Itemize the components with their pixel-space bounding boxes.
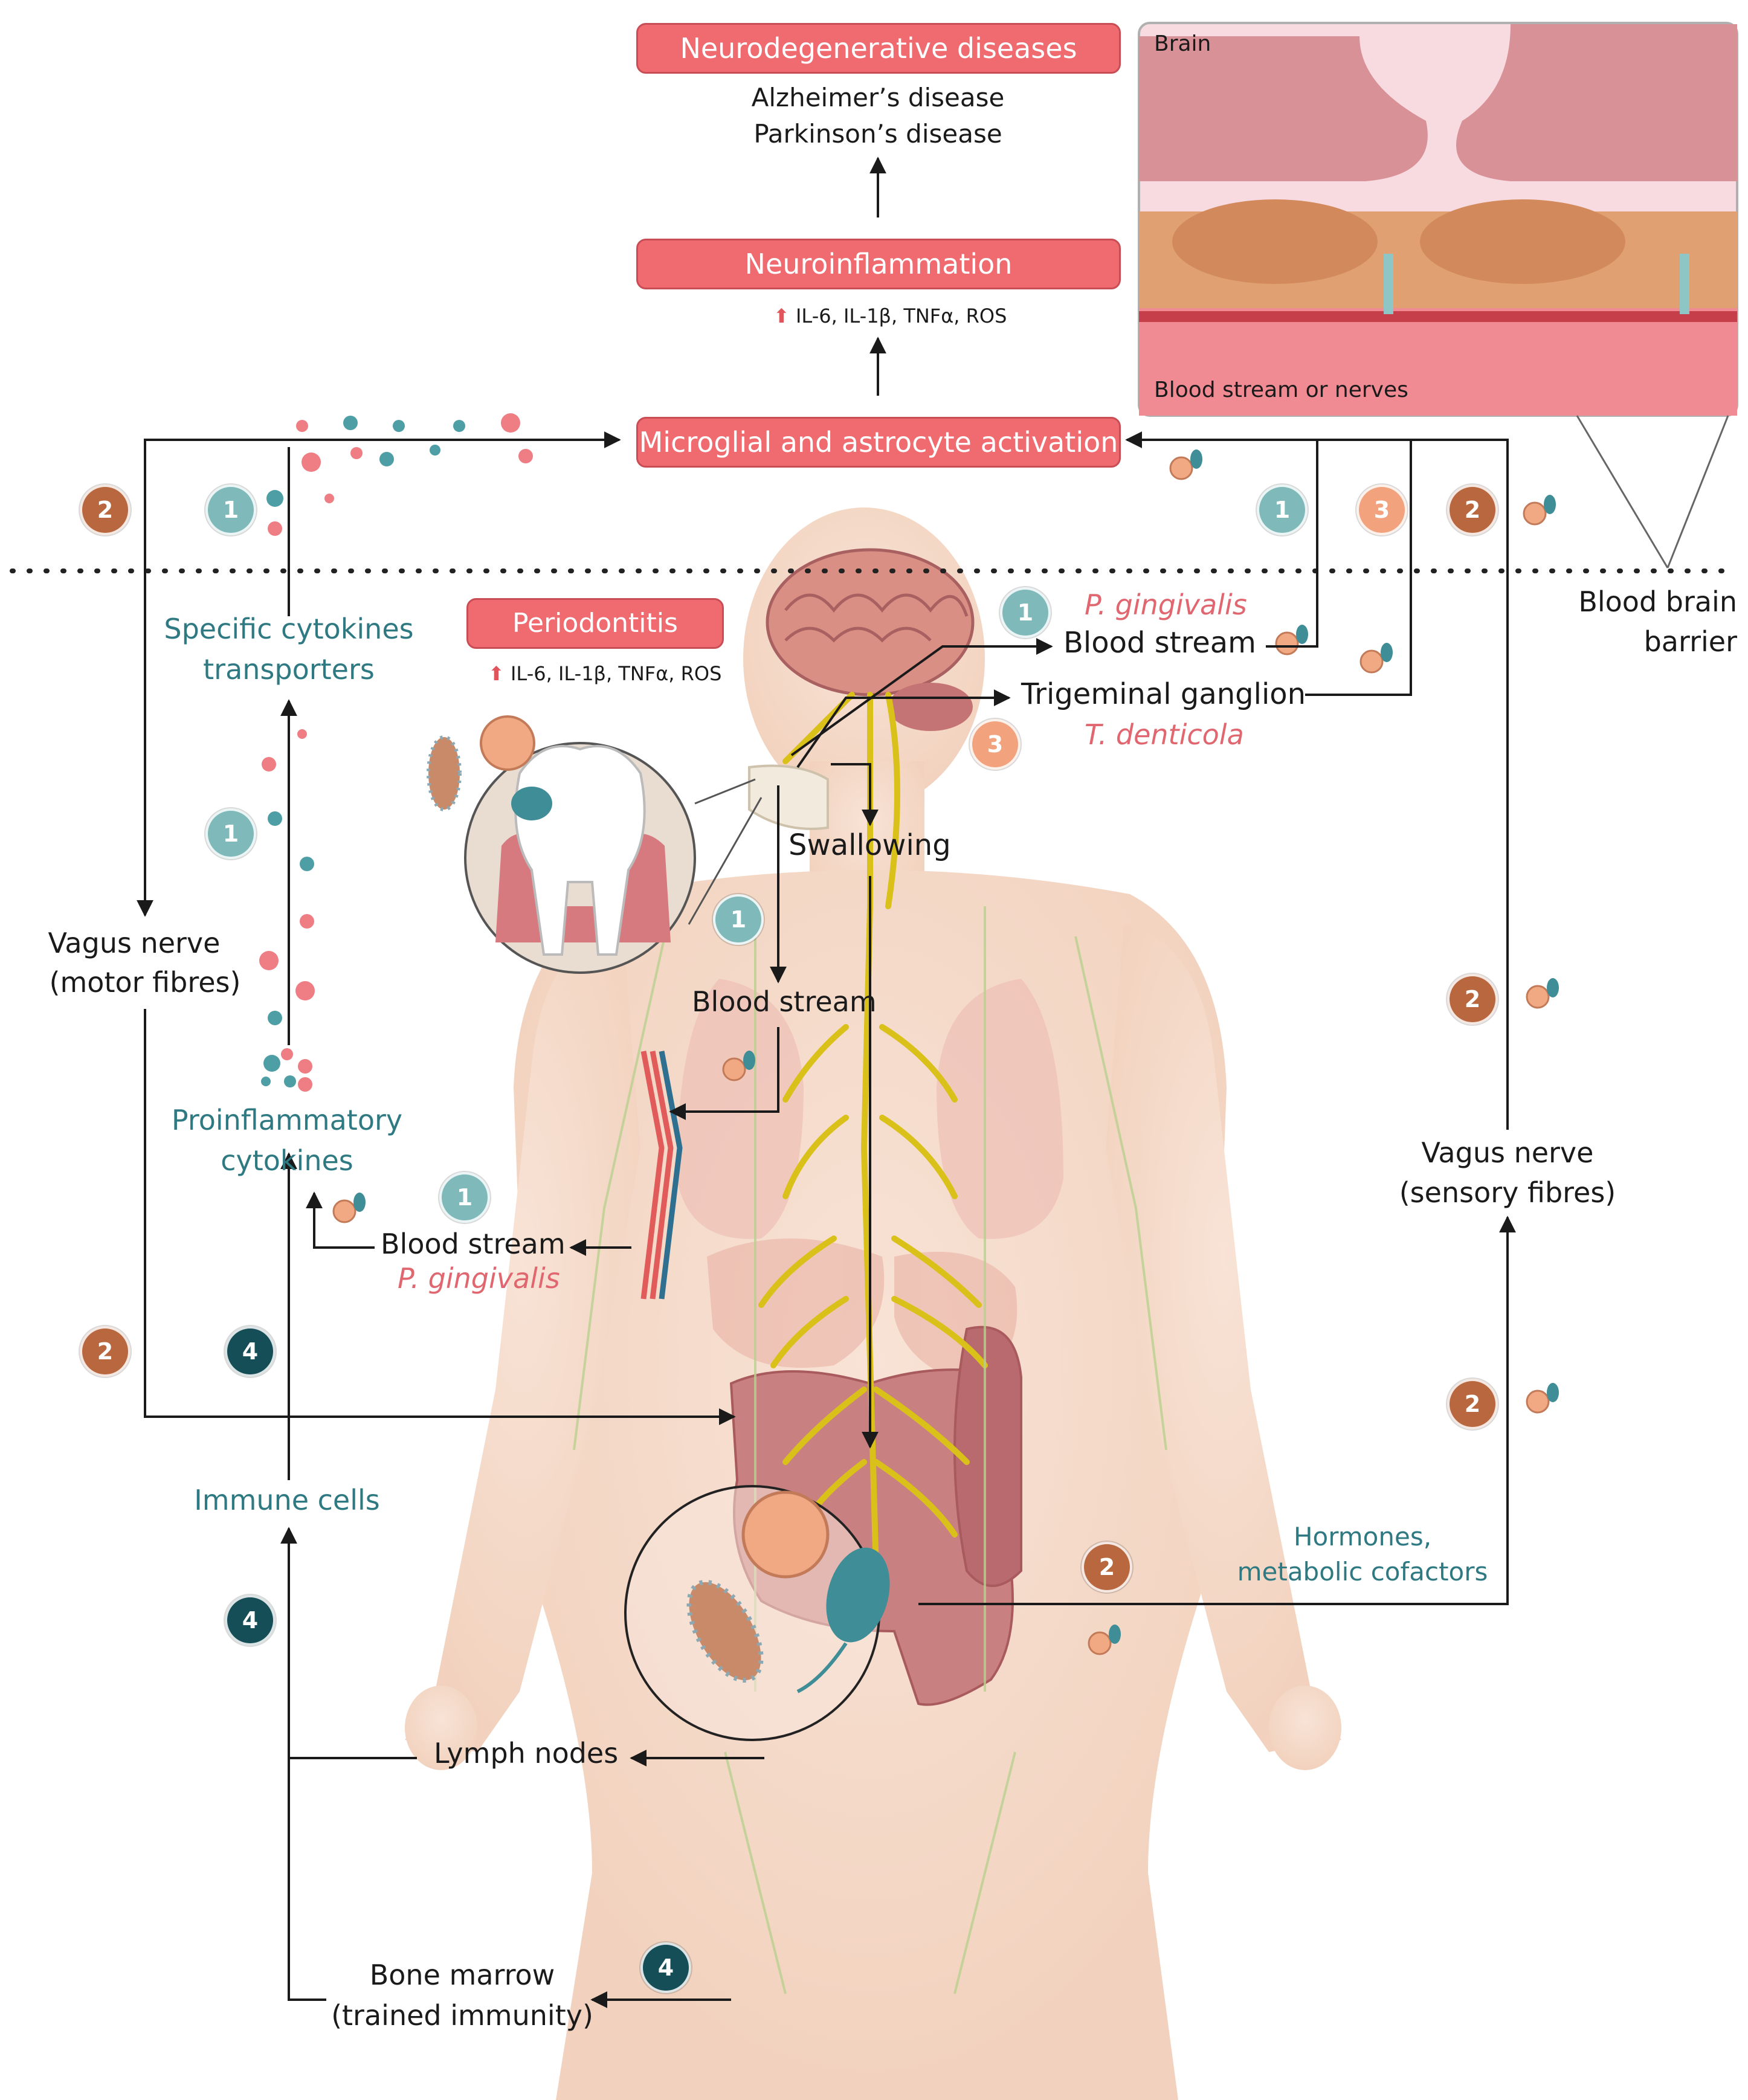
badge-4: 4 xyxy=(225,1595,276,1646)
blood-stream-low-label: Blood stream xyxy=(381,1228,566,1260)
parkinsons-label: Parkinson’s disease xyxy=(753,119,1002,149)
gut-microbiome-inset xyxy=(624,1485,890,1741)
specific-cytokines-label-line1: Specific cytokines xyxy=(164,613,414,645)
lymph-nodes-label: Lymph nodes xyxy=(434,1737,619,1770)
badge-1: 1 xyxy=(205,485,256,535)
badge-2: 2 xyxy=(1447,1379,1498,1429)
badge-2: 2 xyxy=(1447,974,1498,1025)
inset-blood-label: Blood stream or nerves xyxy=(1154,378,1408,402)
immune-cells-label: Immune cells xyxy=(194,1484,380,1516)
bbb-inset xyxy=(1138,22,1738,417)
neuroinflammation-box: Neuroinflammation xyxy=(636,239,1121,289)
badge-3: 3 xyxy=(970,719,1021,770)
perio-markers-text: IL-6, IL-1β, TNFα, ROS xyxy=(510,662,722,685)
nervous-system xyxy=(758,692,988,1574)
bbb-label-line2: barrier xyxy=(1643,625,1737,658)
flow-arrows xyxy=(137,156,1516,2008)
neuro-markers-text: IL-6, IL-1β, TNFα, ROS xyxy=(795,304,1007,327)
up-arrow-icon: ⬆ xyxy=(773,304,790,327)
hormones-label-line2: metabolic cofactors xyxy=(1237,1557,1488,1586)
tooth-inset xyxy=(464,742,696,974)
pgingivalis-low-label: P. gingivalis xyxy=(398,1262,560,1295)
inset-brain-label: Brain xyxy=(1154,31,1211,56)
periodontitis-box: Periodontitis xyxy=(466,598,724,649)
hormones-label-line1: Hormones, xyxy=(1293,1522,1432,1551)
badge-2: 2 xyxy=(1447,485,1498,535)
vagus-sensory-label-line2: (sensory fibres) xyxy=(1399,1176,1616,1209)
perio-markers: ⬆ IL-6, IL-1β, TNFα, ROS xyxy=(488,663,721,685)
bone-marrow-label-line1: Bone marrow xyxy=(369,1959,555,1991)
up-arrow-icon: ⬆ xyxy=(488,662,505,685)
proinflammatory-label-line1: Proinflammatory xyxy=(171,1104,403,1136)
alzheimers-label: Alzheimer’s disease xyxy=(751,83,1005,112)
vagus-motor-label-line1: Vagus nerve xyxy=(48,927,221,959)
proinflammatory-label-line2: cytokines xyxy=(221,1144,353,1177)
trigeminal-ganglion-label: Trigeminal ganglion xyxy=(1021,677,1306,711)
badge-4: 4 xyxy=(225,1326,276,1377)
tdenticola-label: T. denticola xyxy=(1085,718,1244,751)
bbb-label-line1: Blood brain xyxy=(1578,585,1737,618)
specific-cytokines-label-line2: transporters xyxy=(203,653,375,686)
badge-2: 2 xyxy=(80,485,131,535)
brain-illustration xyxy=(766,548,975,731)
pgingivalis-top-label: P. gingivalis xyxy=(1085,588,1247,621)
blood-stream-top-label: Blood stream xyxy=(1063,626,1256,660)
badge-1: 1 xyxy=(1257,485,1308,535)
vagus-motor-label-line2: (motor fibres) xyxy=(49,966,241,999)
bacteria-icons xyxy=(332,449,1559,1655)
badge-2: 2 xyxy=(1082,1542,1132,1593)
badge-4: 4 xyxy=(640,1942,691,1993)
neurodegenerative-diseases-box: Neurodegenerative diseases xyxy=(636,23,1121,74)
badge-1: 1 xyxy=(205,808,256,859)
arm-blood-vessels xyxy=(640,1051,683,1300)
microglial-activation-box: Microglial and astrocyte activation xyxy=(636,417,1121,468)
neuro-markers: ⬆ IL-6, IL-1β, TNFα, ROS xyxy=(773,305,1007,327)
badge-1: 1 xyxy=(1000,587,1051,638)
swallowing-label: Swallowing xyxy=(789,828,951,862)
badge-2: 2 xyxy=(80,1326,131,1377)
badge-1: 1 xyxy=(439,1172,490,1223)
bone-marrow-label-line2: (trained immunity) xyxy=(331,1999,593,2032)
badge-1: 1 xyxy=(713,894,764,945)
blood-stream-mid-label: Blood stream xyxy=(692,985,877,1018)
jaw-bone xyxy=(748,764,829,830)
badge-3: 3 xyxy=(1356,485,1407,535)
vagus-sensory-label-line1: Vagus nerve xyxy=(1421,1136,1594,1169)
lymphatic-vessels xyxy=(573,906,1167,1994)
lungs xyxy=(677,979,1063,1239)
